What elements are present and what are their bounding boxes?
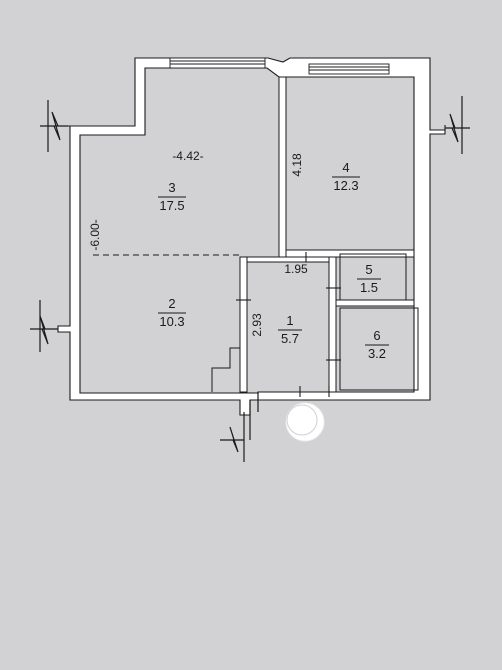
room-5-label: 5 1.5	[357, 262, 381, 295]
dim-hall-width: 1.95	[284, 262, 308, 276]
break-marks	[30, 96, 470, 462]
room-6-label: 6 3.2	[365, 328, 389, 361]
room-2-label: 2 10.3	[158, 296, 186, 329]
room-number: 4	[342, 160, 349, 175]
room-area: 1.5	[360, 280, 378, 295]
room-1-label: 1 5.7	[278, 313, 302, 346]
room-number: 6	[373, 328, 380, 343]
dim-room3-width: -4.42-	[172, 149, 203, 163]
door-marks	[236, 252, 341, 397]
dim-room3-height: -6.00-	[88, 219, 102, 250]
outer-walls	[57, 57, 446, 416]
room-area: 17.5	[159, 198, 184, 213]
dim-room4-height: 4.18	[290, 153, 304, 177]
windows	[169, 57, 390, 75]
room-number: 1	[286, 313, 293, 328]
room-area: 12.3	[333, 178, 358, 193]
dim-hall-height: 2.93	[250, 313, 264, 337]
partitions	[239, 76, 419, 393]
entrance-marker[interactable]	[285, 402, 325, 442]
room-3-label: 3 17.5	[158, 180, 186, 213]
room-4-label: 4 12.3	[332, 160, 360, 193]
room-area: 5.7	[281, 331, 299, 346]
room-number: 5	[365, 262, 372, 277]
room-area: 10.3	[159, 314, 184, 329]
room-number: 2	[168, 296, 175, 311]
room-number: 3	[168, 180, 175, 195]
room-area: 3.2	[368, 346, 386, 361]
room2-notch	[211, 347, 240, 392]
